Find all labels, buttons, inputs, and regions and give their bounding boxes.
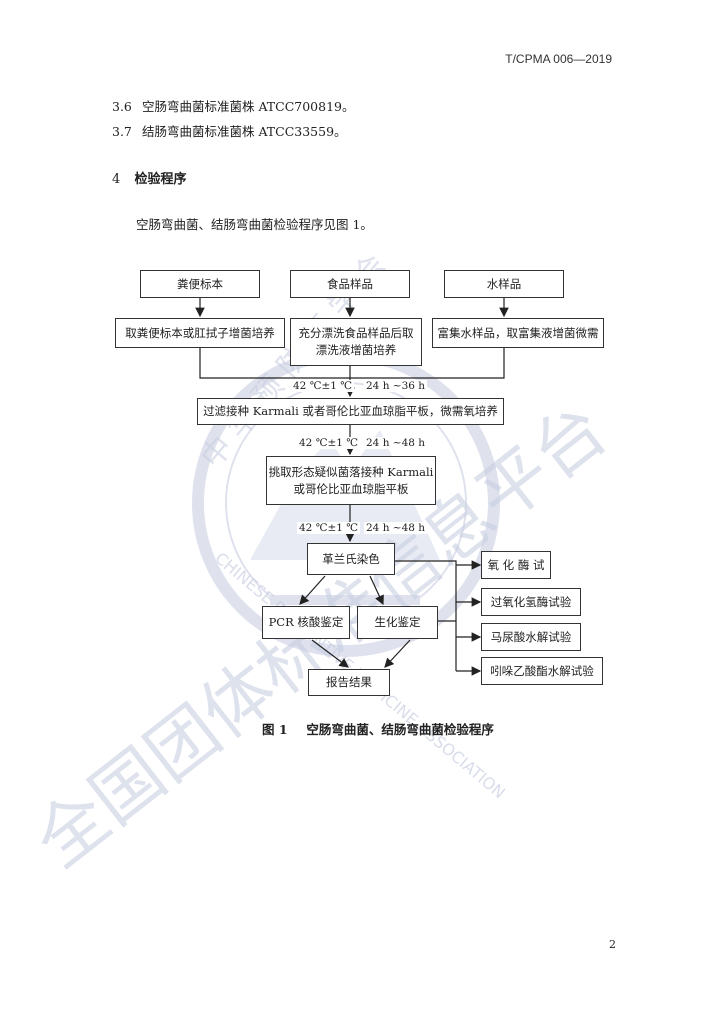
prep-fecal-box: 取粪便标本或肛拭子增菌培养 <box>115 318 285 348</box>
biochemical-identification-box: 生化鉴定 <box>357 606 438 639</box>
source-water-box: 水样品 <box>444 270 564 298</box>
test-catalase-box: 过氧化氢酶试验 <box>481 588 581 616</box>
figure-number: 图 1 <box>262 722 288 737</box>
figure-title: 空肠弯曲菌、结肠弯曲菌检验程序 <box>306 722 494 737</box>
source-fecal-box: 粪便标本 <box>140 270 260 298</box>
clause-number: 3.7 <box>112 124 132 139</box>
clause-3-7: 3.7 结肠弯曲菌标准菌株 ATCC33559。 <box>112 121 347 140</box>
condition-time-3: 24 h ~48 h <box>364 522 428 534</box>
condition-temp-2: 42 ℃±1 ℃ <box>297 437 361 449</box>
intro-paragraph: 空肠弯曲菌、结肠弯曲菌检验程序见图 1。 <box>136 217 373 232</box>
page-number: 2 <box>609 938 616 951</box>
clause-text: 空肠弯曲菌标准菌株 ATCC700819。 <box>141 99 355 114</box>
pcr-identification-box: PCR 核酸鉴定 <box>262 606 350 639</box>
report-result-box: 报告结果 <box>308 669 390 696</box>
gram-stain-box: 革兰氏染色 <box>307 543 395 575</box>
section-heading: 4 检验程序 <box>112 168 187 187</box>
test-indoxyl-acetate-box: 吲哚乙酸酯水解试验 <box>481 657 603 685</box>
filter-inoculation-box: 过滤接种 Karmali 或者哥伦比亚血琼脂平板，微需氧培养 <box>197 398 504 425</box>
condition-time-2: 24 h ~48 h <box>364 437 428 449</box>
test-hippurate-box: 马尿酸水解试验 <box>481 623 581 651</box>
pick-colony-line-2: 或哥伦比亚血琼脂平板 <box>293 481 409 496</box>
document-code: T/CPMA 006—2019 <box>505 52 612 66</box>
condition-temp-1: 42 ℃±1 ℃ <box>291 380 355 392</box>
pick-colony-box: 挑取形态疑似菌落接种 Karmali 或哥伦比亚血琼脂平板 <box>266 456 436 505</box>
figure-caption: 图 1 空肠弯曲菌、结肠弯曲菌检验程序 <box>262 719 494 738</box>
condition-temp-3: 42 ℃±1 ℃ <box>297 522 361 534</box>
section-title: 检验程序 <box>134 172 187 187</box>
condition-time-1: 24 h ~36 h <box>364 380 428 392</box>
clause-text: 结肠弯曲菌标准菌株 ATCC33559。 <box>141 124 347 139</box>
clause-number: 3.6 <box>112 99 132 114</box>
prep-food-box: 充分漂洗食品样品后取漂洗液增菌培养 <box>290 318 422 366</box>
pick-colony-line-1: 挑取形态疑似菌落接种 Karmali <box>268 464 434 479</box>
clause-3-6: 3.6 空肠弯曲菌标准菌株 ATCC700819。 <box>112 96 355 115</box>
source-food-box: 食品样品 <box>290 270 410 298</box>
prep-water-box: 富集水样品，取富集液增菌微需 <box>432 318 604 348</box>
test-oxidase-box: 氧 化 酶 试 <box>481 551 551 579</box>
section-number: 4 <box>112 172 121 187</box>
